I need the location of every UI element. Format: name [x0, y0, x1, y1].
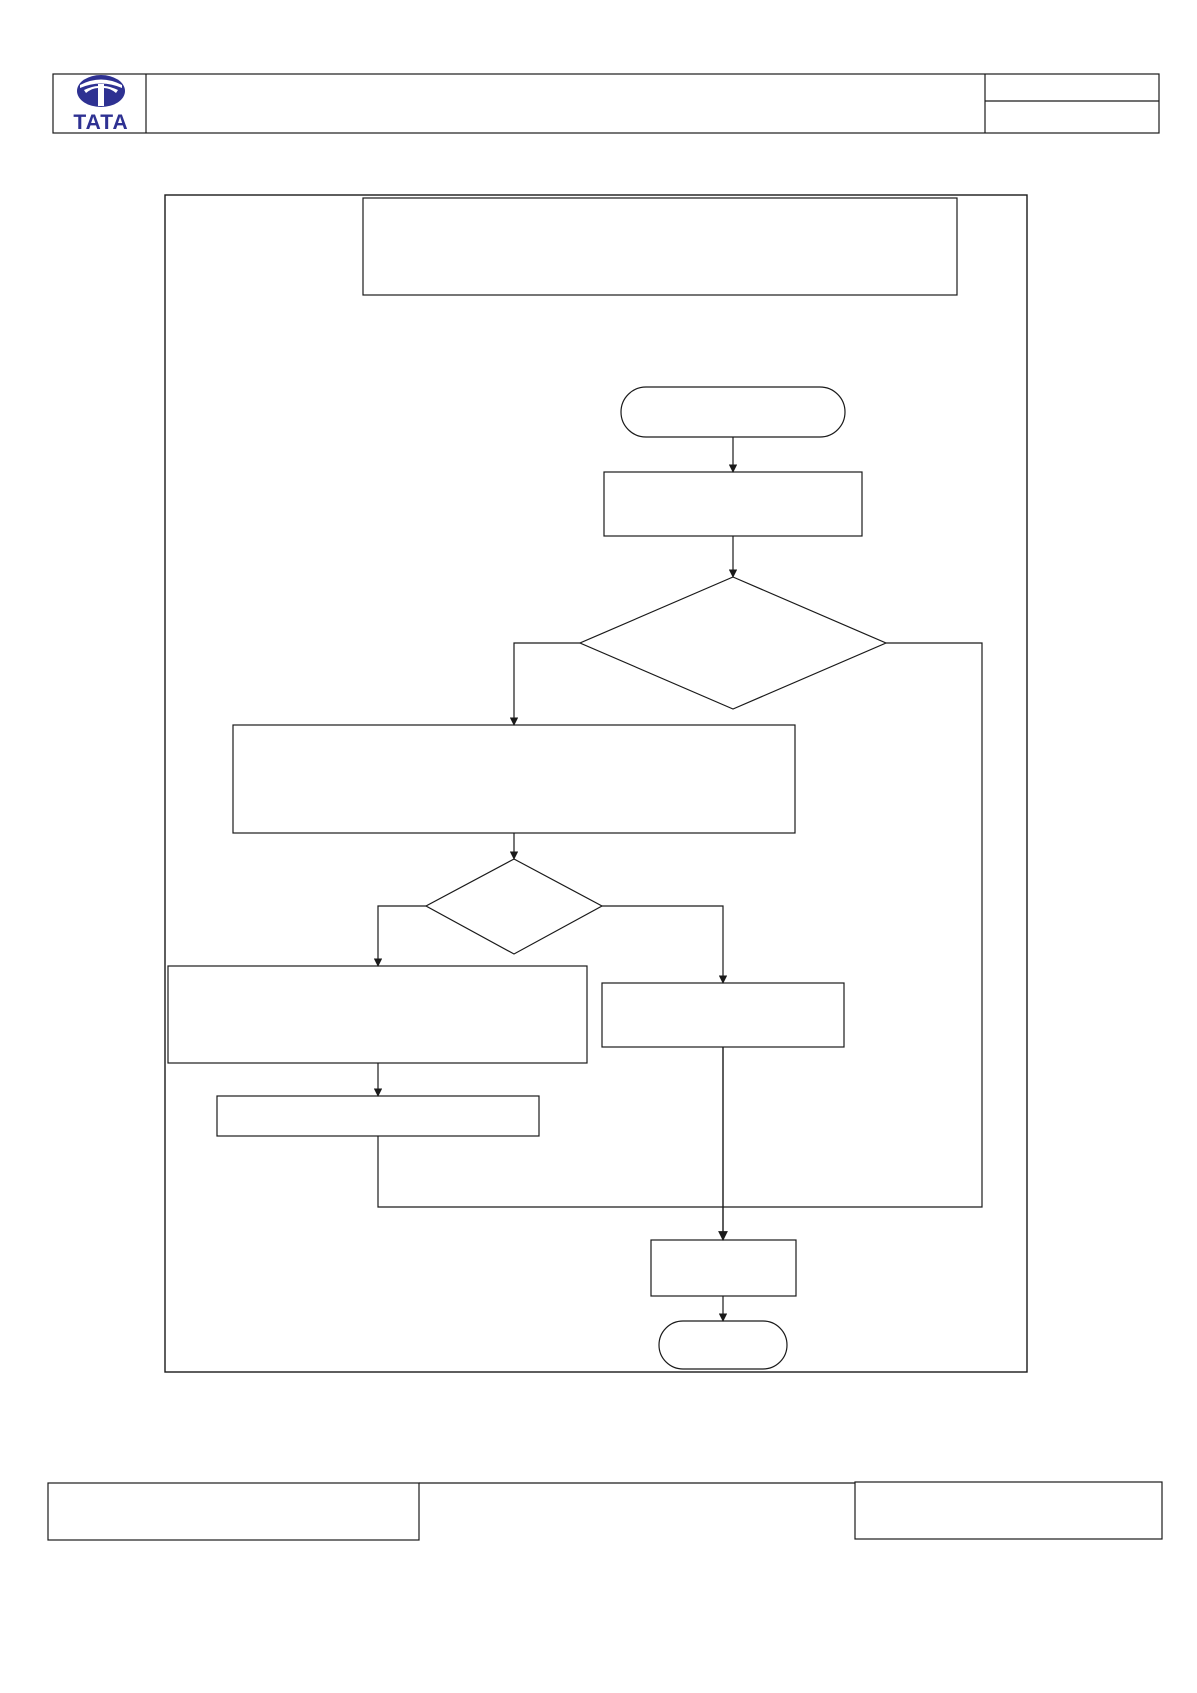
header-frame — [52, 73, 1160, 134]
logo-wordmark: TATA — [73, 111, 128, 134]
process-step-3-left — [167, 965, 588, 1064]
tata-emblem-icon — [77, 75, 125, 107]
connector-decision2-right — [602, 905, 728, 984]
process-step-4-left — [216, 1095, 540, 1137]
decision-2 — [424, 858, 604, 955]
decision-1 — [578, 576, 888, 710]
header — [52, 73, 1160, 134]
diagram-frame — [164, 194, 1028, 1373]
connector-decision1-step2 — [509, 642, 580, 726]
start-terminator — [620, 386, 846, 438]
connector-decision1-bypass — [723, 642, 983, 1208]
tata-logo: TATA — [73, 75, 128, 134]
process-step-3-right — [601, 982, 845, 1048]
process-step-1 — [603, 471, 863, 537]
connector-decision2-left — [373, 905, 426, 967]
connector-step4left-merge — [377, 1136, 723, 1208]
process-final-step — [650, 1239, 797, 1297]
footer-left-box — [47, 1482, 420, 1541]
footer — [47, 1481, 1163, 1541]
footer-right-box — [854, 1481, 1163, 1540]
process-step-2 — [232, 724, 796, 834]
end-terminator — [658, 1320, 788, 1370]
diagram-heading-box — [362, 197, 958, 296]
